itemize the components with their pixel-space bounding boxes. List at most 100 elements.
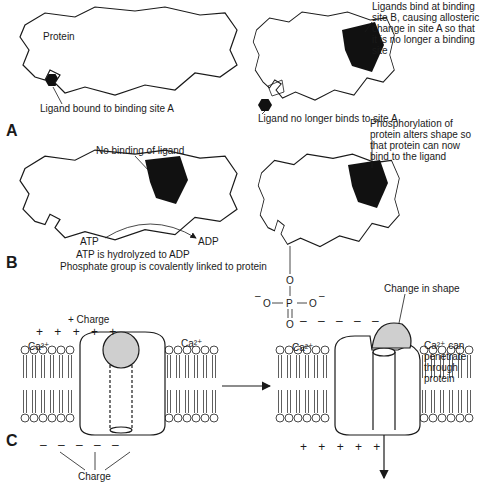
lipid-tail — [305, 390, 306, 413]
callout-text: Phosphorylation of protein alters shape … — [370, 118, 480, 162]
callout-text: No binding of ligand — [96, 145, 226, 156]
lipid-tail — [50, 355, 51, 378]
lipid-tail — [59, 355, 60, 378]
lipid-tail — [53, 390, 54, 413]
lipid-tail — [434, 390, 435, 413]
lipid-head — [165, 414, 173, 422]
lipid-head — [48, 414, 56, 422]
lipid-tail — [194, 355, 195, 378]
lipid-tail — [317, 390, 318, 413]
ligand-hexagon — [258, 99, 272, 111]
binding-ligand — [348, 160, 388, 208]
lipid-tail — [179, 355, 180, 378]
lipid-tail — [326, 355, 327, 378]
callout-text: Change in shape — [384, 283, 460, 294]
lipid-tail — [170, 355, 171, 378]
panel-letter: C — [6, 432, 18, 450]
bond-line — [290, 246, 291, 274]
lipid-tail — [314, 390, 315, 413]
lipid-tail — [71, 390, 72, 413]
lipid-tail — [41, 355, 42, 378]
lipid-head — [21, 414, 29, 422]
lipid-head — [66, 414, 74, 422]
lipid-tail — [467, 355, 468, 378]
caption-text: Phosphate group is covalently linked to … — [60, 261, 280, 272]
lipid-tail — [470, 390, 471, 413]
lipid-head — [30, 414, 38, 422]
lipid-tail — [290, 355, 291, 378]
atom-label: O — [263, 298, 271, 309]
lipid-tail — [188, 390, 189, 413]
lipid-head — [276, 346, 284, 354]
lipid-head — [210, 346, 218, 354]
channel-pore — [110, 365, 132, 430]
lipid-tail — [461, 390, 462, 413]
lipid-tail — [206, 390, 207, 413]
leader-line — [365, 22, 372, 32]
lipid-tail — [308, 390, 309, 413]
lipid-head — [429, 414, 437, 422]
lipid-head — [303, 414, 311, 422]
lipid-head — [447, 414, 455, 422]
charge-signs: + + + + + — [36, 327, 120, 338]
lipid-head — [174, 414, 182, 422]
lipid-tail — [206, 355, 207, 378]
channel-pore — [373, 348, 395, 356]
lipid-tail — [299, 390, 300, 413]
lipid-tail — [287, 390, 288, 413]
lipid-tail — [35, 355, 36, 378]
lipid-tail — [326, 390, 327, 413]
lipid-head — [465, 414, 473, 422]
atom-label: O — [286, 319, 294, 330]
lipid-head — [192, 414, 200, 422]
lipid-head — [66, 346, 74, 354]
lipid-tail — [443, 390, 444, 413]
channel-protein — [335, 336, 420, 435]
lipid-tail — [176, 390, 177, 413]
ion-label: Ca²⁺ — [28, 341, 49, 352]
lipid-tail — [299, 355, 300, 378]
lipid-tail — [215, 355, 216, 378]
lipid-tail — [305, 355, 306, 378]
leader-line — [105, 452, 130, 470]
lipid-tail — [467, 390, 468, 413]
leader-line — [60, 452, 85, 470]
lipid-tail — [281, 355, 282, 378]
channel-pore — [110, 427, 132, 433]
lipid-tail — [26, 355, 27, 378]
lipid-tail — [281, 390, 282, 413]
atom-label: O — [286, 275, 294, 286]
lipid-tail — [422, 355, 423, 378]
lipid-tail — [323, 355, 324, 378]
lipid-tail — [176, 355, 177, 378]
molecule-label: ATP — [80, 236, 99, 247]
lipid-tail — [452, 390, 453, 413]
lipid-tail — [308, 355, 309, 378]
lipid-tail — [290, 390, 291, 413]
lipid-tail — [68, 390, 69, 413]
lipid-tail — [203, 355, 204, 378]
lipid-tail — [23, 390, 24, 413]
lipid-head — [21, 346, 29, 354]
lipid-head — [183, 414, 191, 422]
protein-blob — [20, 150, 237, 240]
lipid-tail — [62, 355, 63, 378]
lipid-tail — [197, 390, 198, 413]
lipid-head — [276, 414, 284, 422]
lipid-tail — [323, 390, 324, 413]
lipid-tail — [278, 390, 279, 413]
lipid-head — [321, 346, 329, 354]
lipid-tail — [59, 390, 60, 413]
panel-letter: B — [6, 254, 18, 272]
lipid-head — [210, 414, 218, 422]
lipid-tail — [167, 355, 168, 378]
lipid-tail — [215, 390, 216, 413]
panel-letter: A — [6, 122, 18, 140]
lipid-tail — [422, 390, 423, 413]
protein-label: Protein — [43, 31, 75, 42]
lipid-tail — [179, 390, 180, 413]
ion-label: Ca²⁺ — [292, 342, 313, 353]
channel-pore — [373, 352, 395, 430]
lipid-tail — [317, 355, 318, 378]
